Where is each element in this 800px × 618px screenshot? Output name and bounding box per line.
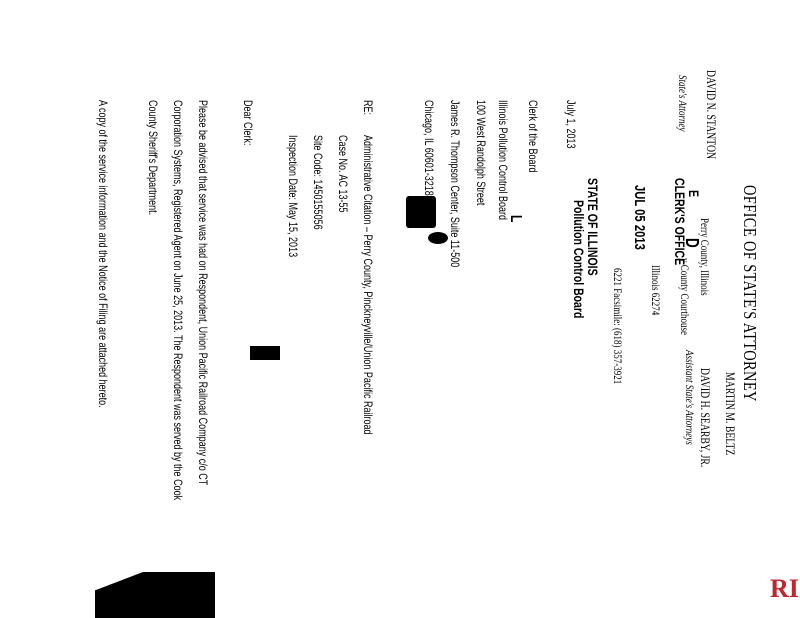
stamp-state: STATE OF ILLINOIS xyxy=(585,178,601,276)
scan-blot xyxy=(406,196,436,228)
re-line: Site Code: 1450155056 xyxy=(311,135,325,230)
address-line: Chicago, IL 60601-3218 xyxy=(422,100,436,196)
scan-blot xyxy=(428,232,448,244)
stamp-board: Pollution Control Board xyxy=(571,200,587,319)
body-line: County Sheriff's Department. xyxy=(146,100,160,216)
state-attorney-title: State's Attorney xyxy=(676,75,690,132)
scan-edge-artifact xyxy=(95,572,215,618)
re-line: Case No. AC 13-55 xyxy=(336,135,350,213)
state-attorney-name: DAVID N. STANTON xyxy=(704,70,719,160)
body-line: Corporation Systems, Registered Agent on… xyxy=(171,100,185,501)
county: Perry County, Illinois xyxy=(698,218,712,296)
salutation: Dear Clerk: xyxy=(241,100,255,146)
stamp-date: JUL 05 2013 xyxy=(631,185,648,250)
city: Illinois 62274 xyxy=(649,265,663,316)
letter-date: July 1, 2013 xyxy=(564,100,578,149)
address-line: Illinois Pollution Control Board xyxy=(496,100,510,221)
re-line: Administrative Citation – Perry County, … xyxy=(361,135,375,435)
stamp-mark-l: L xyxy=(507,215,524,223)
stamp-mark-d: D xyxy=(682,238,702,248)
assistant-name-1: MARTIN M. BELTZ xyxy=(723,372,738,456)
assistant-name-2: DAVID H. SEARBY, JR. xyxy=(698,368,713,468)
stamp-mark-e: E xyxy=(686,190,702,198)
re-label: RE: xyxy=(361,100,375,116)
courthouse: y County Courthouse xyxy=(678,258,692,336)
body-line: Please be advised that service was had o… xyxy=(196,100,210,486)
address-line: James R. Thompson Center, Suite 11-500 xyxy=(448,100,462,268)
address-line: Clerk of the Board xyxy=(526,100,540,173)
address-line: 100 West Randolph Street xyxy=(474,100,488,206)
scan-blot xyxy=(250,346,280,360)
re-line: Inspection Date: May 15, 2013 xyxy=(286,135,300,258)
edge-red-stamp: RIC xyxy=(770,574,800,603)
stamp-clerk-office: CLERK'S OFFICE xyxy=(672,178,688,266)
assistant-title: Assistant State's Attorneys xyxy=(683,350,697,445)
office-title: OFFICE OF STATE'S ATTORNEY xyxy=(740,185,760,402)
closing-line: A copy of the service information and th… xyxy=(96,100,110,408)
phone: 6221 Facsimile: (618) 357-3921 xyxy=(611,268,625,385)
